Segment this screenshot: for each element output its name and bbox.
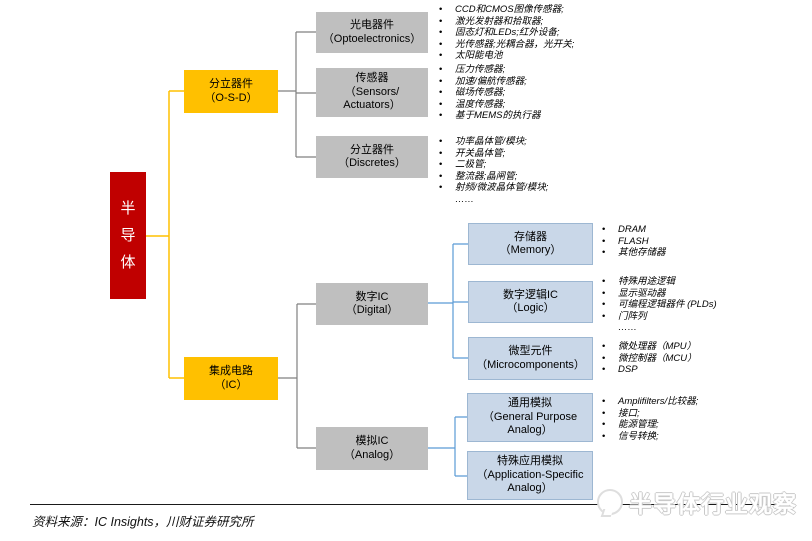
bullet-item: 射频/微波晶体管/模块; (437, 182, 548, 194)
node-application-specific-analog-label: 特殊应用模拟 （Application-Specific Analog） (476, 455, 584, 495)
node-logic: 数字逻辑IC （Logic） (468, 281, 593, 323)
bullet-item: 接口; (600, 408, 698, 420)
node-ic-label: 集成电路 （IC） (209, 365, 253, 391)
footer-divider (30, 504, 787, 505)
bullet-item: 基于MEMS的执行器 (437, 110, 541, 122)
bullet-item: 加速/偏航传感器; (437, 76, 541, 88)
node-memory: 存储器 （Memory） (468, 223, 593, 265)
connector-root-to-level1 (146, 90, 184, 379)
node-digital-ic-label: 数字IC （Digital） (345, 290, 399, 317)
bullet-item: 显示驱动器 (600, 288, 717, 300)
bullet-item: 磁场传感器; (437, 87, 541, 99)
bullet-item: 激光发射器和拾取器; (437, 16, 574, 28)
bullet-item: 压力传感器; (437, 64, 541, 76)
node-digital-ic: 数字IC （Digital） (316, 283, 428, 325)
node-osd: 分立器件 （O-S-D） (184, 70, 278, 113)
node-sensors-label: 传感器 （Sensors/ Actuators） (343, 72, 401, 112)
bullet-item: Amplifilters/比较器; (600, 396, 698, 408)
connector-osd-to-children (278, 31, 316, 158)
node-optoelectronics: 光电器件 （Optoelectronics） (316, 12, 428, 53)
node-memory-label: 存储器 （Memory） (499, 230, 562, 257)
node-sensors: 传感器 （Sensors/ Actuators） (316, 68, 428, 117)
watermark: 半导体行业观察 (597, 485, 797, 519)
node-optoelectronics-label: 光电器件 （Optoelectronics） (322, 19, 422, 45)
node-osd-label: 分立器件 （O-S-D） (204, 78, 258, 104)
bullet-item: FLASH (600, 236, 666, 248)
connector-analog-to-children (428, 416, 467, 477)
bullet-item: 光传感器;光耦合器，光开关; (437, 39, 574, 51)
node-analog-ic: 模拟IC （Analog） (316, 427, 428, 470)
bullet-item: 整流器;晶闸管; (437, 171, 548, 183)
node-application-specific-analog: 特殊应用模拟 （Application-Specific Analog） (467, 451, 593, 500)
bullet-item: 固态灯和LEDs;红外设备; (437, 27, 574, 39)
node-general-purpose-analog-label: 通用模拟 （General Purpose Analog） (482, 397, 578, 437)
bullet-item: …… (618, 322, 637, 334)
bullet-item: 特殊用途逻辑 (600, 276, 717, 288)
node-discretes: 分立器件 （Discretes） (316, 136, 428, 178)
bullet-item: 门阵列 (600, 311, 717, 323)
connector-digital-to-children (428, 243, 468, 359)
node-semiconductor-label: 半 导 体 (120, 200, 136, 271)
bullet-item: 能源管理; (600, 419, 698, 431)
node-ic: 集成电路 （IC） (184, 357, 278, 400)
connector-ic-to-children (278, 303, 316, 449)
bullet-item: 开关晶体管; (437, 148, 548, 160)
bullet-item: DSP (600, 364, 697, 376)
node-semiconductor: 半 导 体 (110, 172, 146, 299)
bullet-item: …… (455, 193, 474, 205)
bullet-list-logic: 特殊用途逻辑显示驱动器可编程逻辑器件 (PLDs)门阵列…… (600, 276, 717, 334)
bullet-list-optoelectronics: CCD和CMOS图像传感器;激光发射器和拾取器;固态灯和LEDs;红外设备;光传… (437, 4, 574, 62)
bullet-item: 太阳能电池 (437, 50, 574, 62)
watermark-text: 半导体行业观察 (629, 491, 797, 517)
node-analog-ic-label: 模拟IC （Analog） (343, 435, 401, 461)
node-general-purpose-analog: 通用模拟 （General Purpose Analog） (467, 393, 593, 442)
node-discretes-label: 分立器件 （Discretes） (338, 143, 406, 170)
bullet-item: 微控制器（MCU） (600, 353, 697, 365)
bullet-item: DRAM (600, 224, 666, 236)
bullet-item: 可编程逻辑器件 (PLDs) (600, 299, 717, 311)
bullet-list-memory: DRAMFLASH其他存储器 (600, 224, 666, 259)
chat-bubble-logo-icon (597, 489, 623, 515)
bullet-item: CCD和CMOS图像传感器; (437, 4, 574, 16)
node-logic-label: 数字逻辑IC （Logic） (503, 288, 558, 315)
bullet-list-discretes: 功率晶体管/模块;开关晶体管;二极管;整流器;晶闸管;射频/微波晶体管/模块;…… (437, 136, 548, 206)
bullet-list-general-purpose-analog: Amplifilters/比较器;接口;能源管理;信号转换; (600, 396, 698, 442)
bullet-item: 二极管; (437, 159, 548, 171)
source-note: 资料来源：IC Insights，川财证券研究所 (32, 515, 254, 529)
node-microcomponents-label: 微型元件 （Microcomponents） (476, 345, 585, 371)
bullet-item: 信号转换; (600, 431, 698, 443)
bullet-list-microcomponents: 微处理器（MPU）微控制器（MCU）DSP (600, 341, 697, 376)
bullet-list-sensors: 压力传感器;加速/偏航传感器;磁场传感器;温度传感器;基于MEMS的执行器 (437, 64, 541, 122)
bullet-item: 温度传感器; (437, 99, 541, 111)
bullet-item: 微处理器（MPU） (600, 341, 697, 353)
node-microcomponents: 微型元件 （Microcomponents） (468, 337, 593, 380)
bullet-item: 其他存储器 (600, 247, 666, 259)
bullet-item: 功率晶体管/模块; (437, 136, 548, 148)
